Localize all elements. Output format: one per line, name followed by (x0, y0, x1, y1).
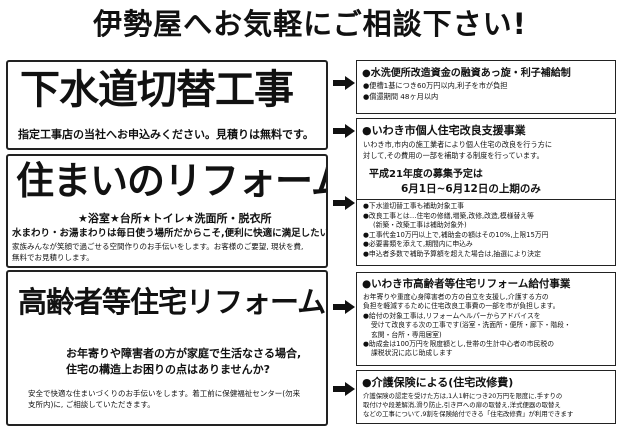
elderly-grant-body: お年寄りや重度心身障害者の方の自立を支援し,介護する方の 負担を軽減するために住… (363, 293, 571, 358)
loan-items: ●便槽1基につき60万円以内,利子を市が負担 ●償還期間 48ヶ月以内 (363, 81, 508, 101)
care-title: ●介護保険による(住宅改修費) (362, 376, 514, 389)
reform-rooms: ★浴室★台所★トイレ★洗面所・脱衣所 (78, 212, 272, 225)
care-box: ●介護保険による(住宅改修費) 介護保険の認定を受けた方は,1人1軒につき20万… (356, 370, 616, 424)
arrow-right-icon (333, 382, 355, 396)
care-body: 介護保険の認定を受けた方は,1人1軒につき20万円を限度に,手すりの 取付けや段… (363, 392, 574, 419)
elderly-panel: 高齢者等住宅リフォーム お年寄りや障害者の方が家庭で生活なさる場合, 住宅の構造… (6, 270, 328, 426)
page-title: 伊勢屋へお気軽にご相談下さい! (93, 7, 527, 41)
elderly-lead: お年寄りや障害者の方が家庭で生活なさる場合, 住宅の構造上お困りの点はありません… (66, 347, 302, 376)
reform-lead: 水まわり・お湯まわりは毎日使う場所だからこそ,便利に快適に満足したい! (12, 228, 328, 239)
period-dates: 6月1日~6月12日の上期のみ (401, 183, 541, 195)
reform-title: 住まいのリフォーム (16, 159, 328, 203)
city-support-box: ●いわき市個人住宅改良支援事業 いわき市,市内の施工業者により個人住宅の改良を行… (356, 118, 616, 266)
elderly-body: 安全で快適な住まいづくりのお手伝いをします。着工前に保健福祉センター(勿来 支所… (28, 389, 301, 409)
arrow-right-icon (333, 196, 355, 210)
arrow-right-icon (333, 300, 355, 314)
loan-title: ●水洗便所改造資金の融資あっ旋・利子補給制 (362, 68, 571, 79)
city-items: ●下水道切替工事も補助対象工事 ●改良工事とは…住宅の修繕,増築,改修,改造,模… (363, 202, 549, 258)
sewer-title: 下水道切替工事 (20, 67, 294, 113)
arrow-right-icon (333, 76, 355, 90)
elderly-grant-title: ●いわき市高齢者等住宅リフォーム給付事業 (362, 278, 571, 290)
sewer-panel: 下水道切替工事 指定工事店の当社へお申込みください。見積りは無料です。 (6, 60, 328, 150)
arrow-right-icon (333, 124, 355, 138)
period-label: 平成21年度の募集予定は (369, 169, 483, 180)
reform-panel: 住まいのリフォーム ★浴室★台所★トイレ★洗面所・脱衣所 水まわり・お湯まわりは… (6, 154, 328, 268)
elderly-title: 高齢者等住宅リフォーム (18, 285, 326, 319)
city-body: いわき市,市内の施工業者により個人住宅の改良を行う方に 対して,その費用の一部を… (363, 140, 553, 160)
loan-box: ●水洗便所改造資金の融資あっ旋・利子補給制 ●便槽1基につき60万円以内,利子を… (356, 60, 616, 114)
reform-body: 家族みんなが笑顔で過ごせる空間作りのお手伝いをします。お客様のご要望, 現状を費… (12, 242, 304, 262)
city-title: ●いわき市個人住宅改良支援事業 (362, 124, 526, 137)
elderly-grant-box: ●いわき市高齢者等住宅リフォーム給付事業 お年寄りや重度心身障害者の方の自立を支… (356, 272, 616, 366)
sewer-body: 指定工事店の当社へお申込みください。見積りは無料です。 (18, 128, 314, 141)
